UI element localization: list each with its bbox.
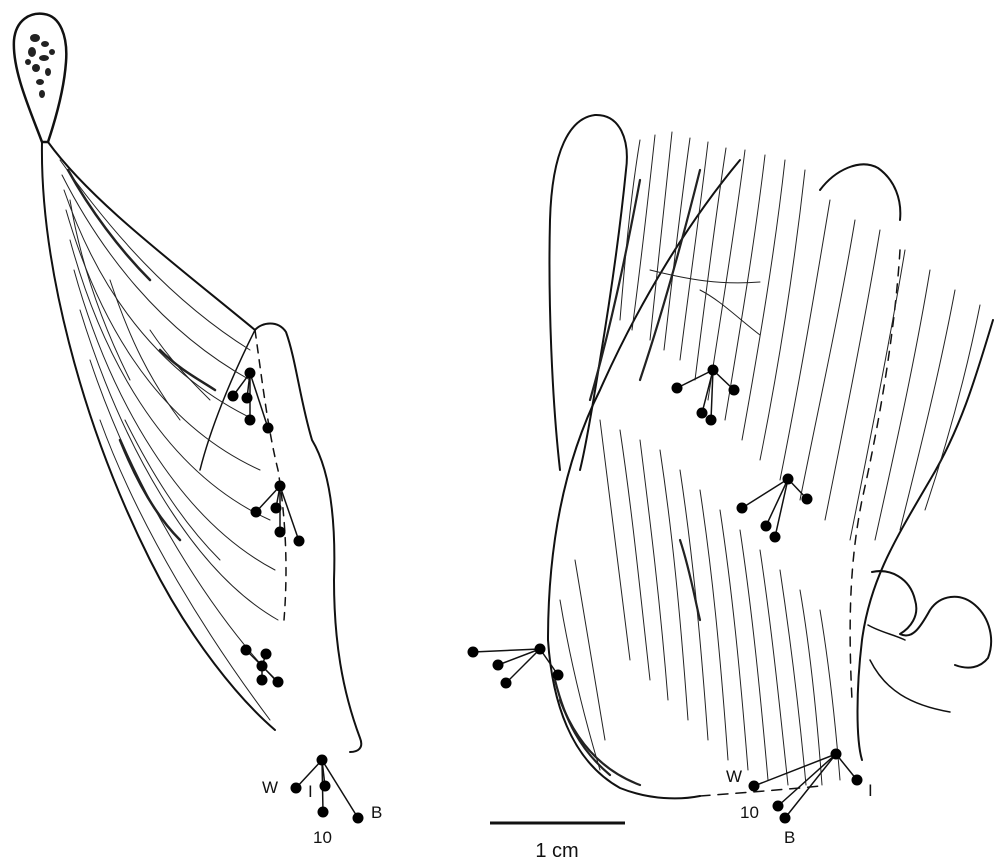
left-bone-head bbox=[14, 14, 66, 142]
right-key-label-10: 10 bbox=[740, 803, 759, 822]
right-key-label-w: W bbox=[726, 767, 742, 786]
left-orientation-key: W I 10 B bbox=[262, 755, 382, 848]
left-fiber-hatching bbox=[60, 160, 278, 720]
left-key-label-b: B bbox=[371, 803, 382, 822]
right-key-label-i: I bbox=[868, 781, 873, 800]
left-muscle-outline bbox=[42, 142, 275, 730]
right-teeth-outline bbox=[872, 571, 991, 667]
right-marker-cluster-2 bbox=[737, 474, 813, 543]
left-marker-cluster-2 bbox=[251, 481, 305, 547]
right-fiber-hatching bbox=[560, 132, 980, 785]
right-orientation-key: W I 10 B bbox=[726, 749, 873, 848]
scale-bar-label: 1 cm bbox=[535, 840, 578, 862]
left-muscle-drawing bbox=[14, 14, 361, 752]
left-tendon-outline bbox=[255, 324, 361, 753]
left-bone-texture bbox=[25, 34, 55, 98]
right-key-label-b: B bbox=[784, 828, 795, 847]
left-key-label-w: W bbox=[262, 778, 278, 797]
left-marker-cluster-3 bbox=[241, 645, 284, 688]
left-marker-cluster-1 bbox=[228, 368, 274, 434]
right-muscle-outline bbox=[548, 640, 700, 798]
left-key-label-10: 10 bbox=[313, 828, 332, 847]
left-key-label-i: I bbox=[308, 782, 313, 801]
right-muscle-drawing bbox=[548, 115, 993, 798]
right-coronoid-outline bbox=[820, 164, 900, 220]
scale-bar: 1 cm bbox=[490, 823, 625, 862]
